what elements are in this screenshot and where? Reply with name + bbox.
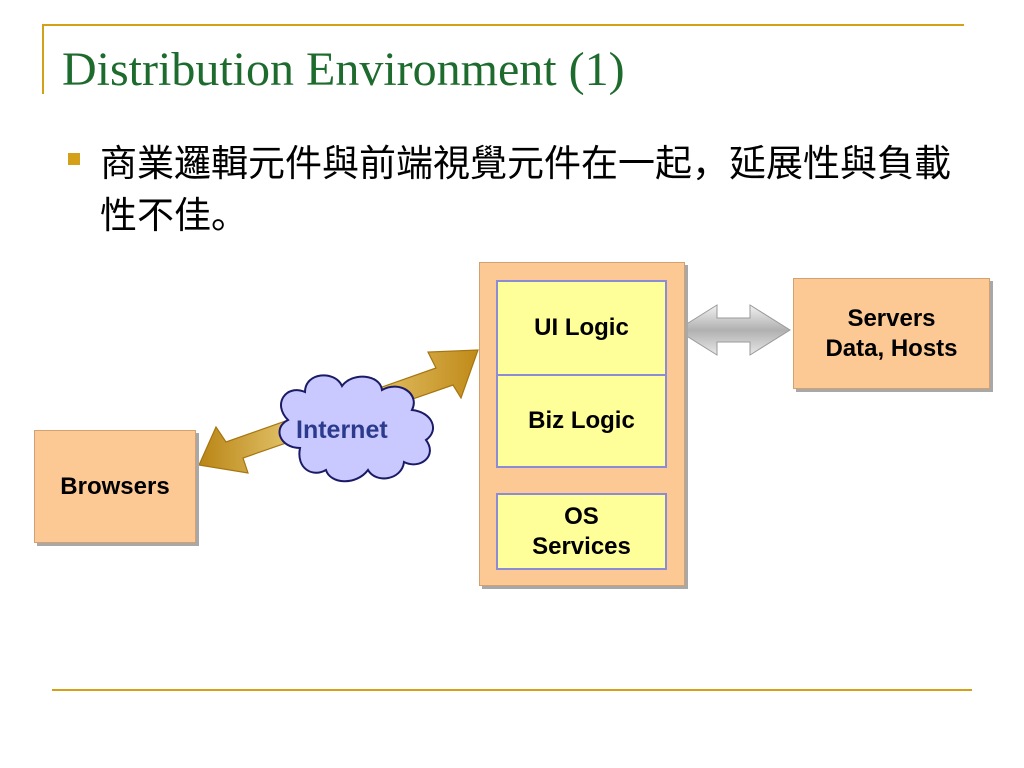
os-services-box: OS Services <box>496 493 667 570</box>
title-accent-tick <box>42 24 44 94</box>
os-services-label-line2: Services <box>532 532 631 560</box>
slide-title: Distribution Environment (1) <box>62 43 625 96</box>
top-accent-line <box>42 24 964 26</box>
internet-label: Internet <box>296 416 388 444</box>
browsers-box: Browsers <box>34 430 196 543</box>
biz-logic-box: Biz Logic <box>496 374 667 468</box>
bottom-accent-line <box>52 689 972 691</box>
ui-logic-box: UI Logic <box>496 280 667 376</box>
ui-logic-label: UI Logic <box>534 314 629 341</box>
bullet-text: 商業邏輯元件與前端視覺元件在一起，延展性與負載性不佳。 <box>100 142 951 237</box>
servers-box: Servers Data, Hosts <box>793 278 990 389</box>
os-services-label-line1: OS <box>564 502 599 530</box>
biz-logic-label: Biz Logic <box>528 407 635 434</box>
bullet-square-icon <box>68 153 80 165</box>
browsers-label: Browsers <box>60 472 170 500</box>
cloud-icon <box>278 374 434 483</box>
servers-label-line1: Servers <box>847 304 936 332</box>
servers-double-arrow-icon <box>676 304 791 356</box>
servers-label-line2: Data, Hosts <box>825 334 958 362</box>
